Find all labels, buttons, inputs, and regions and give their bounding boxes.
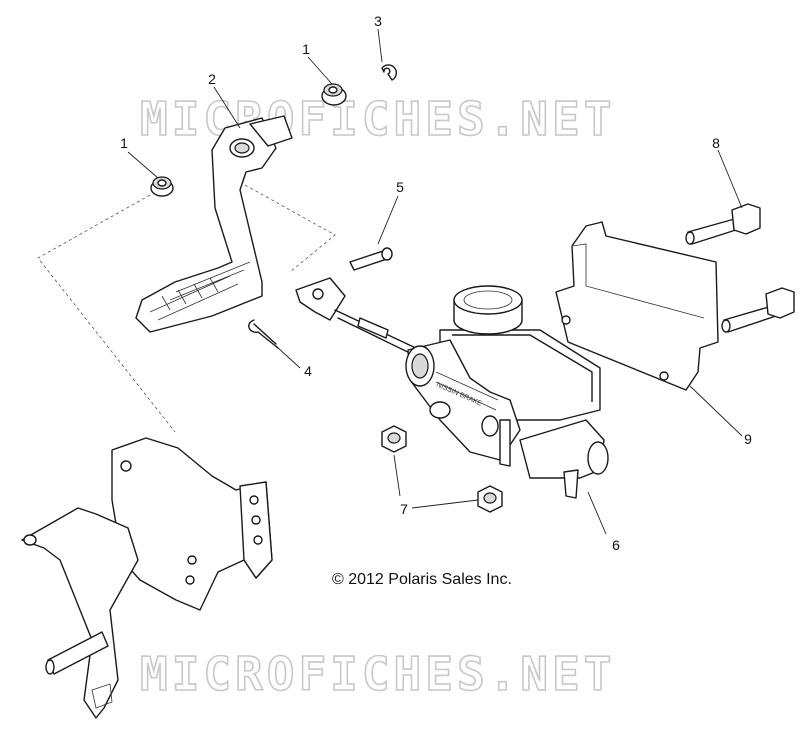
- nut-left: [381, 425, 407, 453]
- clevis-pin: [349, 247, 393, 271]
- watermark-bottom: MICROFICHES.NET: [140, 647, 615, 701]
- master-cylinder: NISSIN BRAKE: [405, 285, 609, 499]
- brake-pedal: [135, 115, 293, 333]
- mounting-bracket: [555, 221, 719, 391]
- push-rod: [295, 277, 421, 359]
- guide-lines: [37, 184, 336, 433]
- retaining-clip: [381, 64, 398, 81]
- bolt-lower: [721, 287, 795, 333]
- callout-7: 7: [400, 501, 408, 517]
- bushing-top: [321, 83, 347, 106]
- pedal-mount-bracket: [21, 437, 273, 719]
- callout-1-left: 1: [120, 135, 128, 151]
- callouts: 1 1 2 3 4 5 6 7 8 9: [120, 13, 752, 553]
- copyright-notice: © 2012 Polaris Sales Inc.: [332, 571, 512, 588]
- cotter-pin: [248, 319, 279, 349]
- leader-lines: [127, 28, 743, 535]
- callout-1-top: 1: [302, 41, 310, 57]
- watermark-top: MICROFICHES.NET: [140, 92, 615, 146]
- callout-4: 4: [304, 363, 312, 379]
- callout-6: 6: [612, 537, 620, 553]
- callout-5: 5: [396, 179, 404, 195]
- bolt-upper: [685, 203, 761, 245]
- callout-3: 3: [374, 13, 382, 29]
- callout-2: 2: [208, 71, 216, 87]
- bushing-left: [150, 176, 174, 197]
- nut-right: [477, 485, 503, 513]
- callout-9: 9: [744, 431, 752, 447]
- callout-8: 8: [712, 135, 720, 151]
